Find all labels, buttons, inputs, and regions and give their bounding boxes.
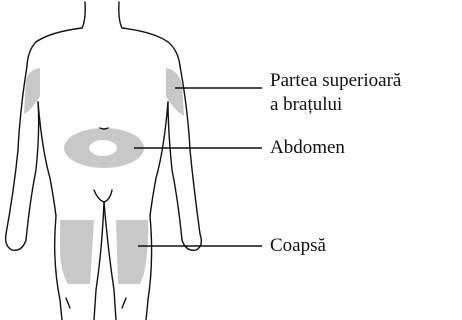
right-thigh-site <box>116 220 148 284</box>
label-upper-arm-line1: Partea superioară <box>270 69 401 92</box>
left-thigh-site <box>60 220 94 284</box>
label-abdomen: Abdomen <box>270 136 345 159</box>
navel <box>89 140 117 156</box>
left-upper-arm-site <box>24 68 40 114</box>
label-upper-arm-line2: a brațului <box>270 93 342 116</box>
label-thigh: Coapsă <box>270 234 326 257</box>
